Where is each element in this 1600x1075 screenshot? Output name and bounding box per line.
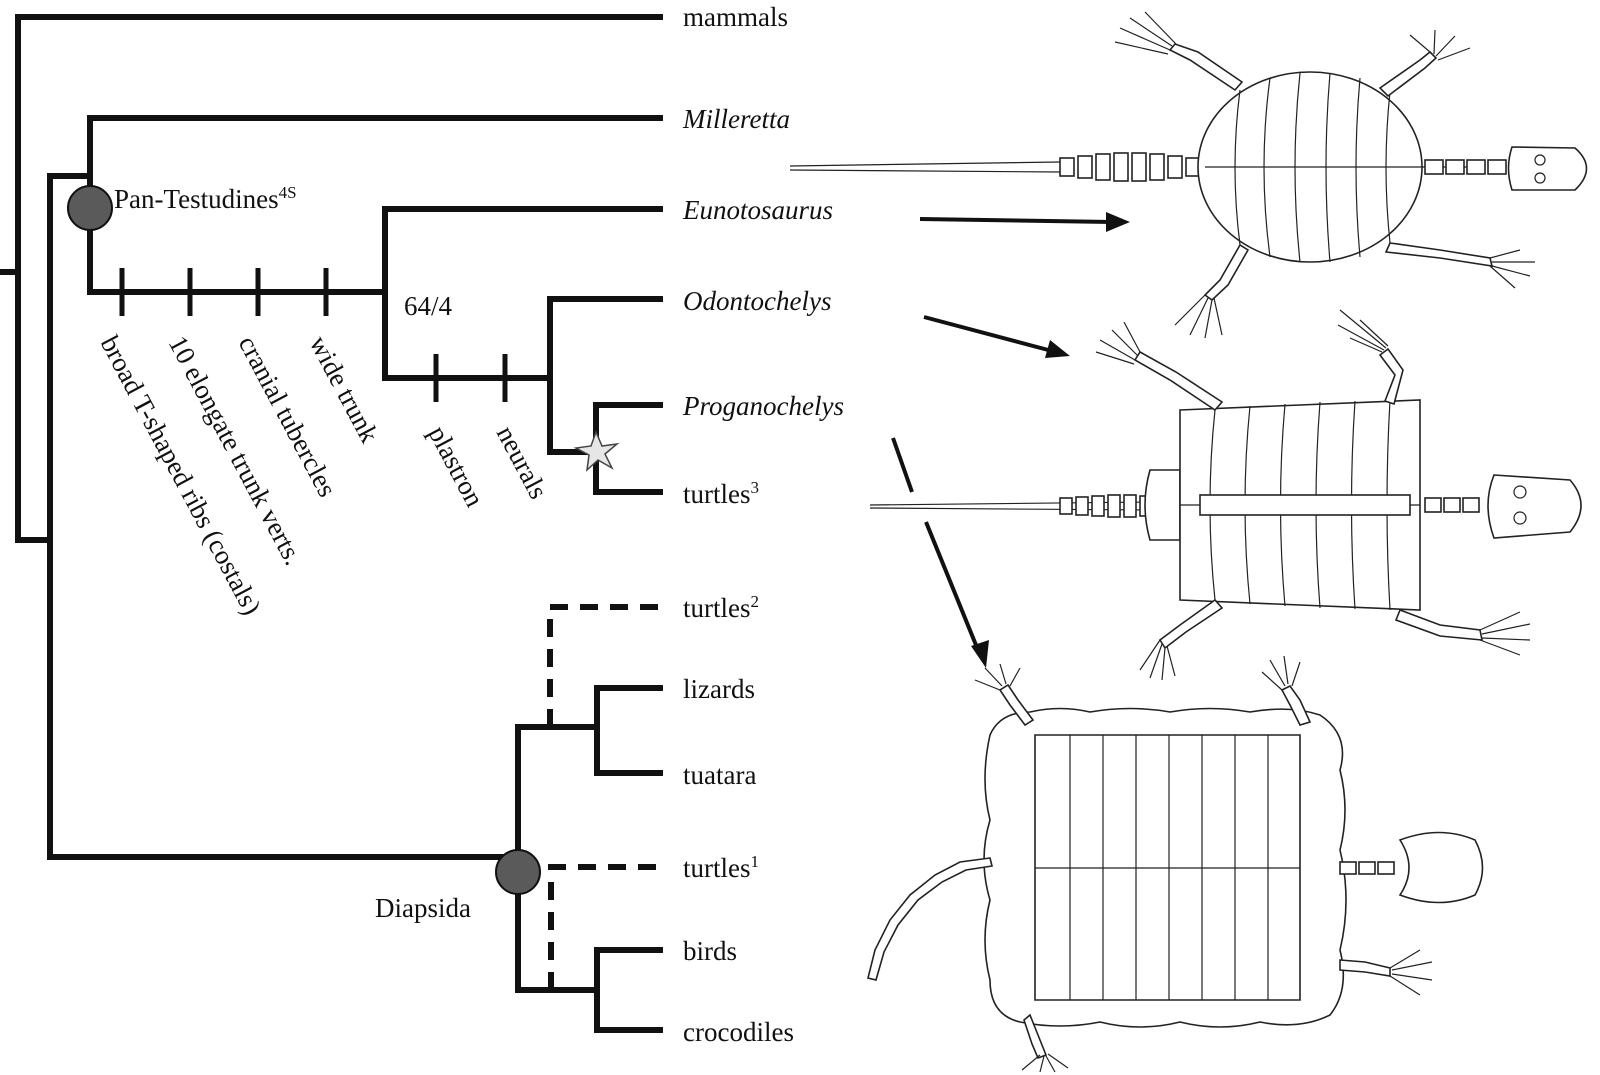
pan-testudines-node [67, 185, 113, 231]
eunotosaurus-skeleton [789, 11, 1588, 339]
vertebrae-row [1059, 152, 1201, 182]
dashed-branches [547, 604, 660, 990]
taxon-tuatara: tuatara [683, 760, 756, 790]
character-ticks [119, 268, 508, 402]
taxon-milleretta: Milleretta [682, 104, 790, 134]
arrows [891, 212, 1130, 668]
support-value: 64/4 [404, 291, 453, 321]
taxon-mammals: mammals [683, 2, 788, 32]
taxon-turtles-2: turtles2 [683, 592, 759, 623]
taxon-crocodiles: crocodiles [683, 1017, 794, 1047]
proganochelys-skeleton [867, 655, 1484, 1073]
vertebrae-row [1059, 494, 1153, 518]
turtle-crown-star-icon [573, 429, 620, 472]
pan-testudines-label: Pan-Testudines4S [114, 183, 297, 214]
taxon-labels: mammals Milleretta Eunotosaurus Odontoch… [682, 2, 844, 1047]
character-neurals: neurals [491, 421, 554, 504]
character-labels: broad T-shaped ribs (costals) 10 elongat… [95, 331, 554, 620]
character-wide-trunk: wide trunk [304, 331, 385, 448]
taxon-eunotosaurus: Eunotosaurus [682, 195, 833, 225]
odontochelys-skeleton [869, 309, 1582, 681]
diapsida-label: Diapsida [375, 893, 471, 923]
taxon-proganochelys: Proganochelys [682, 391, 844, 421]
character-plastron: plastron [423, 421, 491, 512]
taxon-turtles-3: turtles3 [683, 478, 759, 509]
diapsida-node [495, 849, 541, 895]
taxon-turtles-1: turtles1 [683, 852, 759, 883]
taxon-odontochelys: Odontochelys [683, 286, 831, 316]
tree-branches [0, 14, 663, 1033]
taxon-birds: birds [683, 936, 737, 966]
taxon-lizards: lizards [683, 674, 755, 704]
